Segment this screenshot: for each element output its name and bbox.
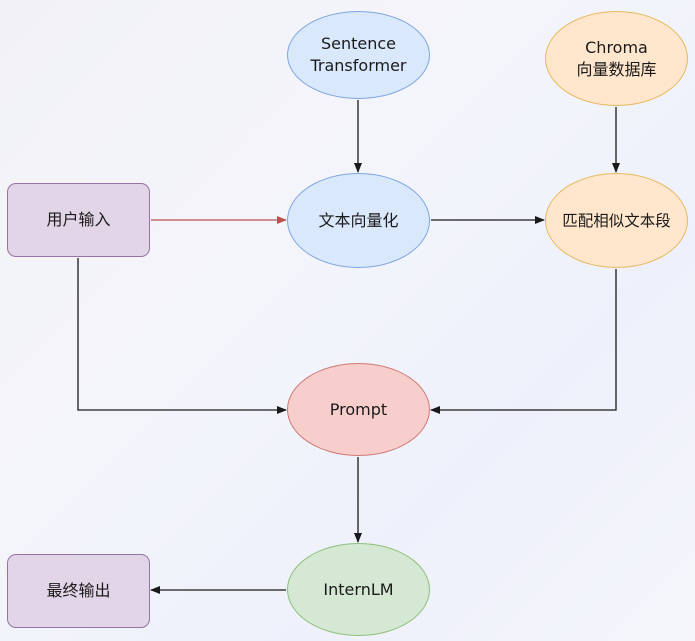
node-sentence-transformer: Sentence Transformer (287, 11, 430, 99)
node-final-output-label: 最终输出 (46, 581, 111, 600)
node-prompt-label: Prompt (329, 399, 388, 419)
node-match-similar-text: 匹配相似文本段 (545, 173, 688, 268)
node-match-similar-text-label: 匹配相似文本段 (562, 211, 671, 230)
node-user-input-label: 用户输入 (46, 210, 111, 229)
edge-user-input-to-prompt (77, 258, 287, 414)
node-internlm-label: InternLM (323, 579, 394, 599)
node-chroma-vector-db: Chroma 向量数据库 (545, 11, 688, 106)
node-text-vectorize-label: 文本向量化 (318, 210, 399, 230)
node-internlm: InternLM (287, 543, 430, 636)
node-sentence-transformer-label: Sentence Transformer (310, 34, 407, 75)
edge-match-to-prompt (430, 269, 617, 414)
node-final-output: 最终输出 (7, 554, 150, 628)
node-text-vectorize: 文本向量化 (287, 173, 430, 268)
node-prompt: Prompt (287, 363, 430, 456)
node-chroma-vector-db-label: Chroma 向量数据库 (576, 37, 657, 79)
node-user-input: 用户输入 (7, 183, 150, 257)
